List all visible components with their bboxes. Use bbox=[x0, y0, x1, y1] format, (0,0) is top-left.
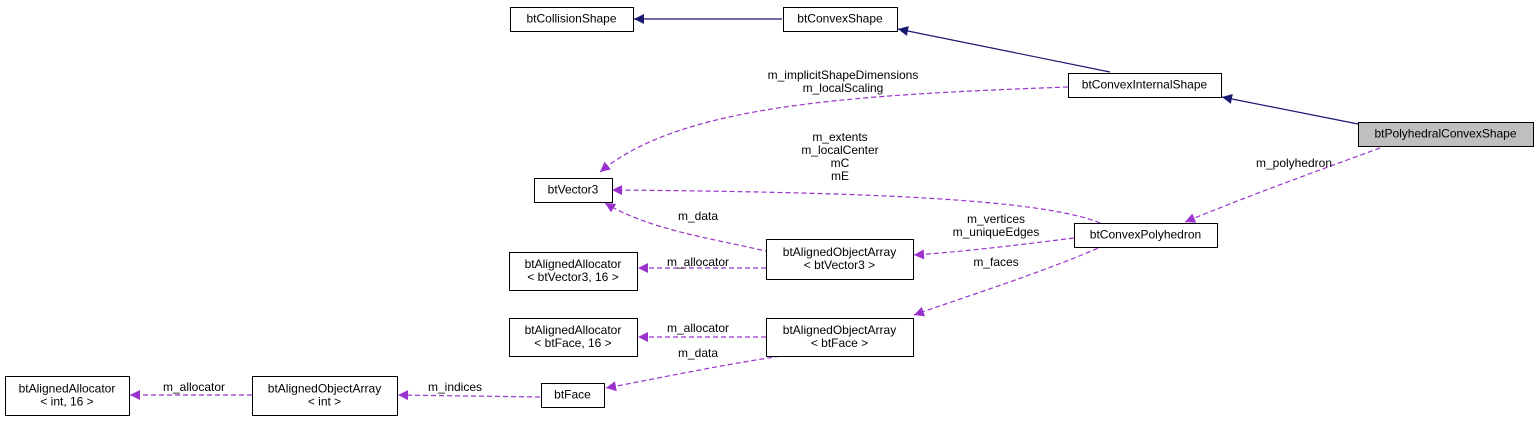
node-btpolyhedralconvexshape[interactable]: btPolyhedralConvexShape bbox=[1358, 122, 1534, 147]
edge-polyhedron-to-arrayface bbox=[913, 244, 1106, 317]
node-btcollisionshape-label: btCollisionShape bbox=[526, 12, 616, 26]
node-btalignedobjectarray-face[interactable]: btAlignedObjectArray< btFace > bbox=[766, 318, 914, 357]
edge-arrayvec3-to-vector3 bbox=[604, 202, 771, 253]
label-polyhedral-to-polyhedron: m_polyhedron bbox=[1256, 156, 1332, 170]
node-btconvexshape[interactable]: btConvexShape bbox=[783, 7, 898, 32]
node-btconvexshape-box bbox=[783, 7, 898, 32]
node-btface[interactable]: btFace bbox=[541, 383, 605, 408]
label-face-indices: m_indices bbox=[428, 380, 482, 394]
node-btalignedallocator-int-box bbox=[5, 376, 130, 416]
edge-polyhedron-to-vector3 bbox=[611, 185, 1101, 224]
node-btalignedobjectarray-vec3-label: btAlignedObjectArray bbox=[783, 245, 896, 259]
node-btconvexinternalshape-label: btConvexInternalShape bbox=[1082, 78, 1208, 92]
node-btalignedobjectarray-int[interactable]: btAlignedObjectArray< int > bbox=[252, 376, 398, 416]
node-btalignedobjectarray-face-label: < btFace > bbox=[811, 336, 868, 350]
member-edges bbox=[130, 86, 1381, 401]
node-btalignedobjectarray-int-label: < int > bbox=[308, 395, 341, 409]
label-arrayvec3-data: m_data bbox=[678, 209, 718, 223]
edge-arrayface-to-face bbox=[605, 354, 789, 392]
node-btalignedallocator-int[interactable]: btAlignedAllocator< int, 16 > bbox=[5, 376, 130, 416]
node-btalignedobjectarray-face-box bbox=[766, 318, 914, 357]
node-btconvexpolyhedron-label: btConvexPolyhedron bbox=[1090, 228, 1201, 242]
node-btvector3-box bbox=[534, 178, 613, 203]
node-btconvexinternalshape-box bbox=[1068, 73, 1222, 98]
node-btface-label: btFace bbox=[554, 388, 591, 402]
node-btpolyhedralconvexshape-label: btPolyhedralConvexShape bbox=[1374, 127, 1516, 141]
node-btconvexshape-label: btConvexShape bbox=[797, 12, 883, 26]
node-btalignedobjectarray-int-box bbox=[252, 376, 398, 416]
node-btalignedobjectarray-int-label: btAlignedObjectArray bbox=[268, 382, 381, 396]
edge-polyhedron-to-arrayvec3 bbox=[913, 237, 1075, 260]
node-btvector3-label: btVector3 bbox=[548, 183, 599, 197]
node-btcollisionshape[interactable]: btCollisionShape bbox=[510, 7, 634, 32]
label-arrayint-allocator: m_allocator bbox=[163, 380, 225, 394]
label-arrayvec3-allocator: m_allocator bbox=[667, 255, 729, 269]
node-btconvexinternalshape[interactable]: btConvexInternalShape bbox=[1068, 73, 1222, 98]
node-btalignedobjectarray-vec3-box bbox=[766, 239, 914, 280]
node-btalignedobjectarray-face-label: btAlignedObjectArray bbox=[783, 323, 896, 337]
node-btalignedallocator-vec3-box bbox=[509, 252, 638, 291]
label-arrayface-allocator: m_allocator bbox=[667, 321, 729, 335]
node-btalignedallocator-vec3-label: < btVector3, 16 > bbox=[527, 270, 618, 284]
node-btalignedobjectarray-vec3[interactable]: btAlignedObjectArray< btVector3 > bbox=[766, 239, 914, 280]
node-btalignedallocator-int-label: < int, 16 > bbox=[40, 395, 93, 409]
node-btalignedallocator-face-label: < btFace, 16 > bbox=[534, 336, 611, 350]
node-btconvexpolyhedron-box bbox=[1074, 223, 1218, 248]
node-btcollisionshape-box bbox=[510, 7, 634, 32]
node-btalignedallocator-face-label: btAlignedAllocator bbox=[525, 323, 622, 337]
node-btalignedallocator-vec3-label: btAlignedAllocator bbox=[525, 257, 622, 271]
edge-polyhedral-to-internalshape bbox=[1221, 94, 1359, 125]
node-btvector3[interactable]: btVector3 bbox=[534, 178, 613, 203]
node-btpolyhedralconvexshape-box bbox=[1358, 122, 1534, 147]
node-btalignedallocator-face[interactable]: btAlignedAllocator< btFace, 16 > bbox=[509, 318, 638, 357]
edge-internalshape-to-convexshape bbox=[897, 26, 1111, 73]
node-btconvexpolyhedron[interactable]: btConvexPolyhedron bbox=[1074, 223, 1218, 248]
node-btalignedallocator-face-box bbox=[509, 318, 638, 357]
node-btalignedobjectarray-vec3-label: < btVector3 > bbox=[804, 258, 875, 272]
node-btalignedallocator-int-label: btAlignedAllocator bbox=[19, 382, 116, 396]
edge-face-to-arrayint bbox=[397, 390, 541, 401]
node-btface-box bbox=[541, 383, 605, 408]
nodes: btCollisionShape btConvexShape btConvexI… bbox=[5, 7, 1534, 416]
label-polyhedron-faces: m_faces bbox=[973, 255, 1018, 269]
edge-internal-to-vector3 bbox=[599, 86, 1069, 173]
node-btalignedallocator-vec3[interactable]: btAlignedAllocator< btVector3, 16 > bbox=[509, 252, 638, 291]
label-arrayface-data: m_data bbox=[678, 346, 718, 360]
inheritance-edges bbox=[634, 14, 1359, 125]
